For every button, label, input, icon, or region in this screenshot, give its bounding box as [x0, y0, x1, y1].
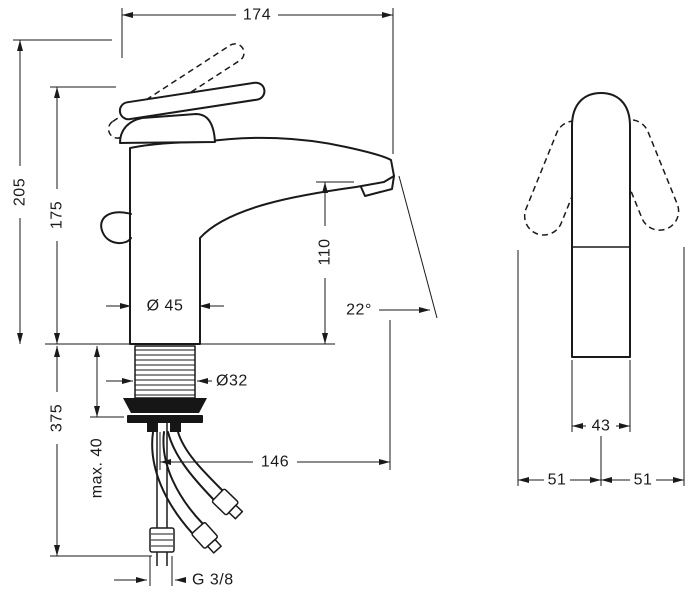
- dim-110-label: 110: [317, 238, 334, 265]
- dimension-overall-width: 174: [121, 7, 394, 154]
- dim-51-right-label: 51: [634, 472, 653, 489]
- dimension-body-height: 175: [49, 86, 116, 344]
- hose-connector-thread: [228, 504, 244, 520]
- dim-146-label: 146: [261, 454, 289, 471]
- dimension-outlet-height: 110: [316, 181, 354, 344]
- side-view: 43 51 51: [517, 92, 685, 489]
- supply-hose-long: [151, 431, 222, 554]
- hose-connector-thread: [206, 538, 222, 554]
- dim-51-left-label: 51: [548, 472, 567, 489]
- handle-cap: [119, 113, 216, 144]
- dim-22deg-label: 22°: [346, 302, 372, 319]
- dimension-install-depth: 375: [49, 346, 152, 557]
- dim-dia32-label: Ø32: [216, 373, 248, 390]
- dimension-body-depth: 43: [571, 360, 631, 435]
- hose-stub-right: [170, 423, 181, 432]
- side-body: [571, 92, 631, 358]
- dimension-outlet-angle: 22°: [340, 175, 438, 319]
- mounting-nut: [123, 398, 207, 413]
- front-view: 174 205 175 110 Ø 45: [12, 7, 438, 589]
- aerator: [360, 175, 395, 197]
- dim-dia45-label: Ø 45: [147, 298, 184, 315]
- lever-rest-position: [118, 81, 266, 121]
- pop-up-rod-hook: [100, 211, 132, 244]
- dimension-shank-diameter: Ø32: [106, 373, 248, 390]
- dimension-swivel-depths: 51 51: [517, 247, 685, 489]
- dim-205-label: 205: [12, 178, 29, 206]
- mounting-washer: [127, 415, 203, 423]
- dimension-connection-thread: G 3/8: [114, 556, 234, 589]
- dim-375-label: 375: [49, 404, 66, 432]
- dim-g38-label: G 3/8: [192, 572, 234, 589]
- hose-stub-left: [147, 423, 158, 432]
- dimension-base-diameter: Ø 45: [106, 297, 224, 315]
- drain-pipe: [149, 423, 175, 566]
- supply-hose-short: [167, 431, 244, 520]
- dimension-max-counter-thickness: max. 40: [89, 346, 124, 498]
- dim-43-label: 43: [592, 418, 611, 435]
- outlet-angle-line: [398, 175, 438, 319]
- dim-max40-label: max. 40: [89, 438, 106, 498]
- shank-thread-hatching: [135, 349, 195, 396]
- dim-175-label: 175: [49, 201, 66, 229]
- dimension-spout-reach: 146: [159, 320, 391, 471]
- dim-174-label: 174: [243, 7, 271, 24]
- dimension-total-height: 205: [12, 39, 112, 344]
